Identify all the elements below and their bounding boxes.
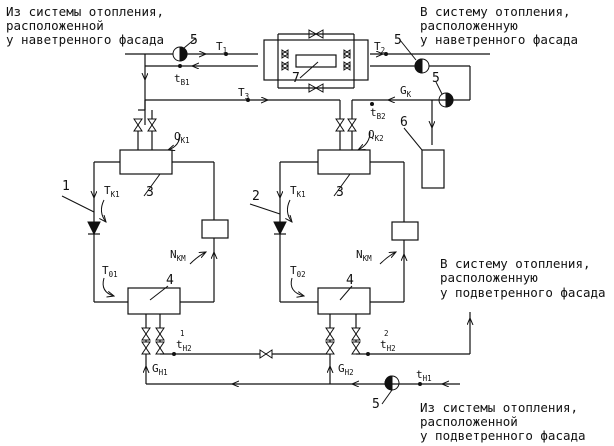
number-pump-top-left: 5: [190, 33, 198, 48]
label-GH2: GН2: [338, 362, 354, 377]
caption-top-left-line-1: Из системы отопления,: [6, 4, 164, 19]
right-riser: [335, 100, 357, 150]
number-left-loop: 1: [62, 179, 70, 194]
label-Nkm-left: NКМ: [170, 248, 186, 263]
tb1-sensor-dot: [178, 64, 182, 68]
compressor-right: [391, 221, 419, 241]
number-tank: 6: [400, 115, 408, 130]
caption-top-right-line-2: расположенную: [420, 18, 518, 33]
tank: [421, 149, 445, 189]
svg-text:2: 2: [384, 329, 389, 338]
svg-text:TК1: TК1: [104, 184, 120, 199]
caption-bottom-right: Из системы отопления, расположенной у по…: [420, 400, 586, 443]
compressor-left: [201, 219, 229, 239]
svg-text:T3: T3: [238, 86, 249, 101]
label-tH1: tН1: [416, 368, 432, 383]
left-riser: [133, 54, 157, 150]
caption-bottom-right-line-3: у подветренного фасада: [420, 428, 586, 443]
leader-lines: [61, 37, 443, 405]
t1-sensor-dot: [224, 52, 228, 56]
number-central-hx: 7: [292, 71, 300, 86]
svg-text:tН2: tН2: [176, 338, 192, 353]
svg-text:T02: T02: [290, 264, 306, 279]
t3-line: [145, 98, 340, 102]
pump-bottom: [384, 375, 400, 391]
pump-top-right-a: [414, 58, 430, 74]
curved-arrows: [101, 131, 396, 296]
caption-top-left-line-3: у наветренного фасада: [6, 32, 164, 47]
label-tH2-left: 1 tН2: [176, 329, 192, 353]
label-GH1: GН1: [152, 362, 168, 377]
svg-text:GН1: GН1: [152, 362, 168, 377]
label-T1: T1: [216, 40, 227, 55]
hx-top-left: [119, 149, 173, 175]
caption-bottom-right-line-2: расположенной: [420, 414, 518, 429]
label-T3: T3: [238, 86, 249, 101]
label-Qk1: QК1: [174, 130, 190, 145]
label-Nkm-right: NКМ: [356, 248, 372, 263]
svg-text:TК1: TК1: [290, 184, 306, 199]
number-hx-bottom-left: 4: [166, 273, 174, 288]
top-supply-line: [125, 52, 490, 56]
caption-bottom-right-line-1: Из системы отопления,: [420, 400, 578, 415]
svg-text:QК2: QК2: [368, 128, 384, 143]
label-tB2: tВ2: [370, 106, 386, 121]
svg-text:GК: GК: [400, 84, 412, 99]
svg-text:GН2: GН2: [338, 362, 354, 377]
svg-text:QК1: QК1: [174, 130, 190, 145]
caption-top-right-line-1: В систему отопления,: [420, 4, 571, 19]
caption-top-left: Из системы отопления, расположенной у на…: [6, 4, 164, 47]
label-T2: T2: [374, 40, 385, 55]
caption-top-right-line-3: у наветренного фасада: [420, 32, 578, 47]
number-hx-top-right: 3: [336, 185, 344, 200]
hx-bottom-left: [127, 287, 181, 315]
t2-sensor-dot: [384, 52, 388, 56]
svg-text:tН2: tН2: [380, 338, 396, 353]
hx-top-right: [317, 149, 371, 175]
svg-text:tН1: tН1: [416, 368, 432, 383]
bottom-piping: [141, 312, 470, 386]
svg-text:tВ1: tВ1: [174, 72, 190, 87]
svg-text:T01: T01: [102, 264, 118, 279]
left-loop: [87, 149, 229, 315]
number-pump-bottom: 5: [372, 397, 380, 412]
caption-mid-right: В систему отопления, расположенную у под…: [440, 256, 606, 300]
gk-branch-line: [352, 100, 470, 145]
label-Tk1-right: TК1: [290, 184, 306, 199]
label-Qk2: QК2: [368, 128, 384, 143]
caption-mid-right-line-1: В систему отопления,: [440, 256, 591, 271]
label-tH2-right: 2 tН2: [380, 329, 396, 353]
label-Gk: GК: [400, 84, 412, 99]
number-hx-top-left: 3: [146, 185, 154, 200]
svg-text:T2: T2: [374, 40, 385, 55]
pump-top-left: [172, 46, 188, 62]
caption-top-right: В систему отопления, расположенную у нав…: [420, 4, 578, 47]
number-pump-top-right-b: 5: [432, 71, 440, 86]
svg-text:NКМ: NКМ: [356, 248, 372, 263]
caption-mid-right-line-3: у подветренного фасада: [440, 285, 606, 300]
number-pump-top-right-a: 5: [394, 33, 402, 48]
label-tB1: tВ1: [174, 72, 190, 87]
svg-text:T1: T1: [216, 40, 227, 55]
number-right-loop: 2: [252, 189, 260, 204]
central-heat-exchanger: [263, 29, 369, 93]
right-loop: [273, 149, 419, 315]
label-T02: T02: [290, 264, 306, 279]
caption-mid-right-line-2: расположенную: [440, 270, 538, 285]
svg-text:1: 1: [180, 329, 185, 338]
svg-text:tВ2: tВ2: [370, 106, 386, 121]
number-hx-bottom-right: 4: [346, 273, 354, 288]
label-Tk1-left: TК1: [104, 184, 120, 199]
hx-bottom-right: [317, 287, 371, 315]
svg-text:NКМ: NКМ: [170, 248, 186, 263]
caption-top-left-line-2: расположенной: [6, 18, 104, 33]
label-T01: T01: [102, 264, 118, 279]
